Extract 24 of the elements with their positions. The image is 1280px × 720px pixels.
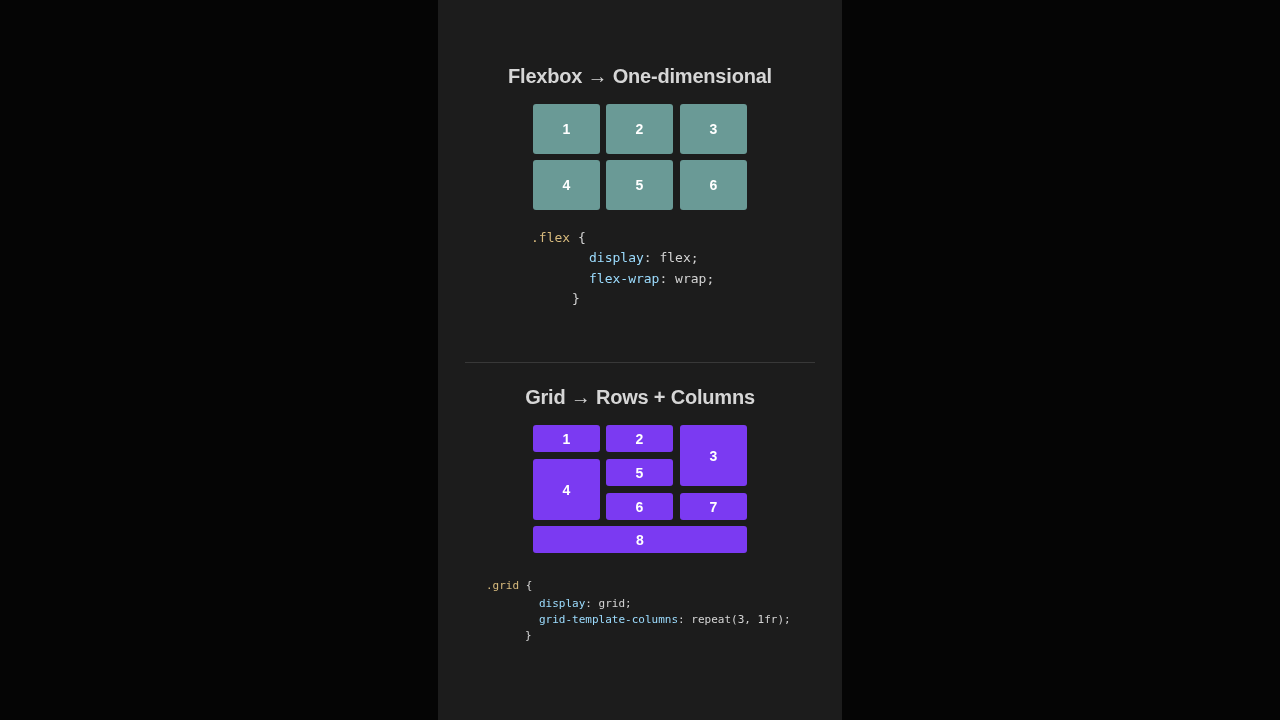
flex-item: 2: [606, 104, 673, 154]
flex-item: 5: [606, 160, 673, 210]
code-line: flex-wrap: wrap;: [589, 270, 715, 288]
grid-item: 8: [533, 526, 747, 553]
code-line: grid-template-columns: repeat(3, 1fr);: [539, 612, 791, 628]
code-line: }: [525, 628, 532, 644]
flex-item: 4: [533, 160, 600, 210]
section-heading: Flexbox → One-dimensional: [508, 64, 772, 88]
grid-item: 2: [606, 425, 673, 452]
flex-item: 6: [680, 160, 747, 210]
flex-item: 1: [533, 104, 600, 154]
flex-item: 3: [680, 104, 747, 154]
grid-item: 5: [606, 459, 673, 486]
grid-item: 1: [533, 425, 600, 452]
grid-item: 7: [680, 493, 747, 520]
grid-item: 6: [606, 493, 673, 520]
code-line: }: [572, 290, 580, 308]
code-line: display: grid;: [539, 596, 632, 612]
grid-item: 4: [533, 459, 600, 520]
section-heading: Grid → Rows + Columns: [525, 385, 755, 409]
code-line: display: flex;: [589, 249, 699, 267]
grid-item: 3: [680, 425, 747, 486]
code-line: .grid {: [486, 578, 533, 594]
code-line: .flex {: [531, 229, 586, 247]
